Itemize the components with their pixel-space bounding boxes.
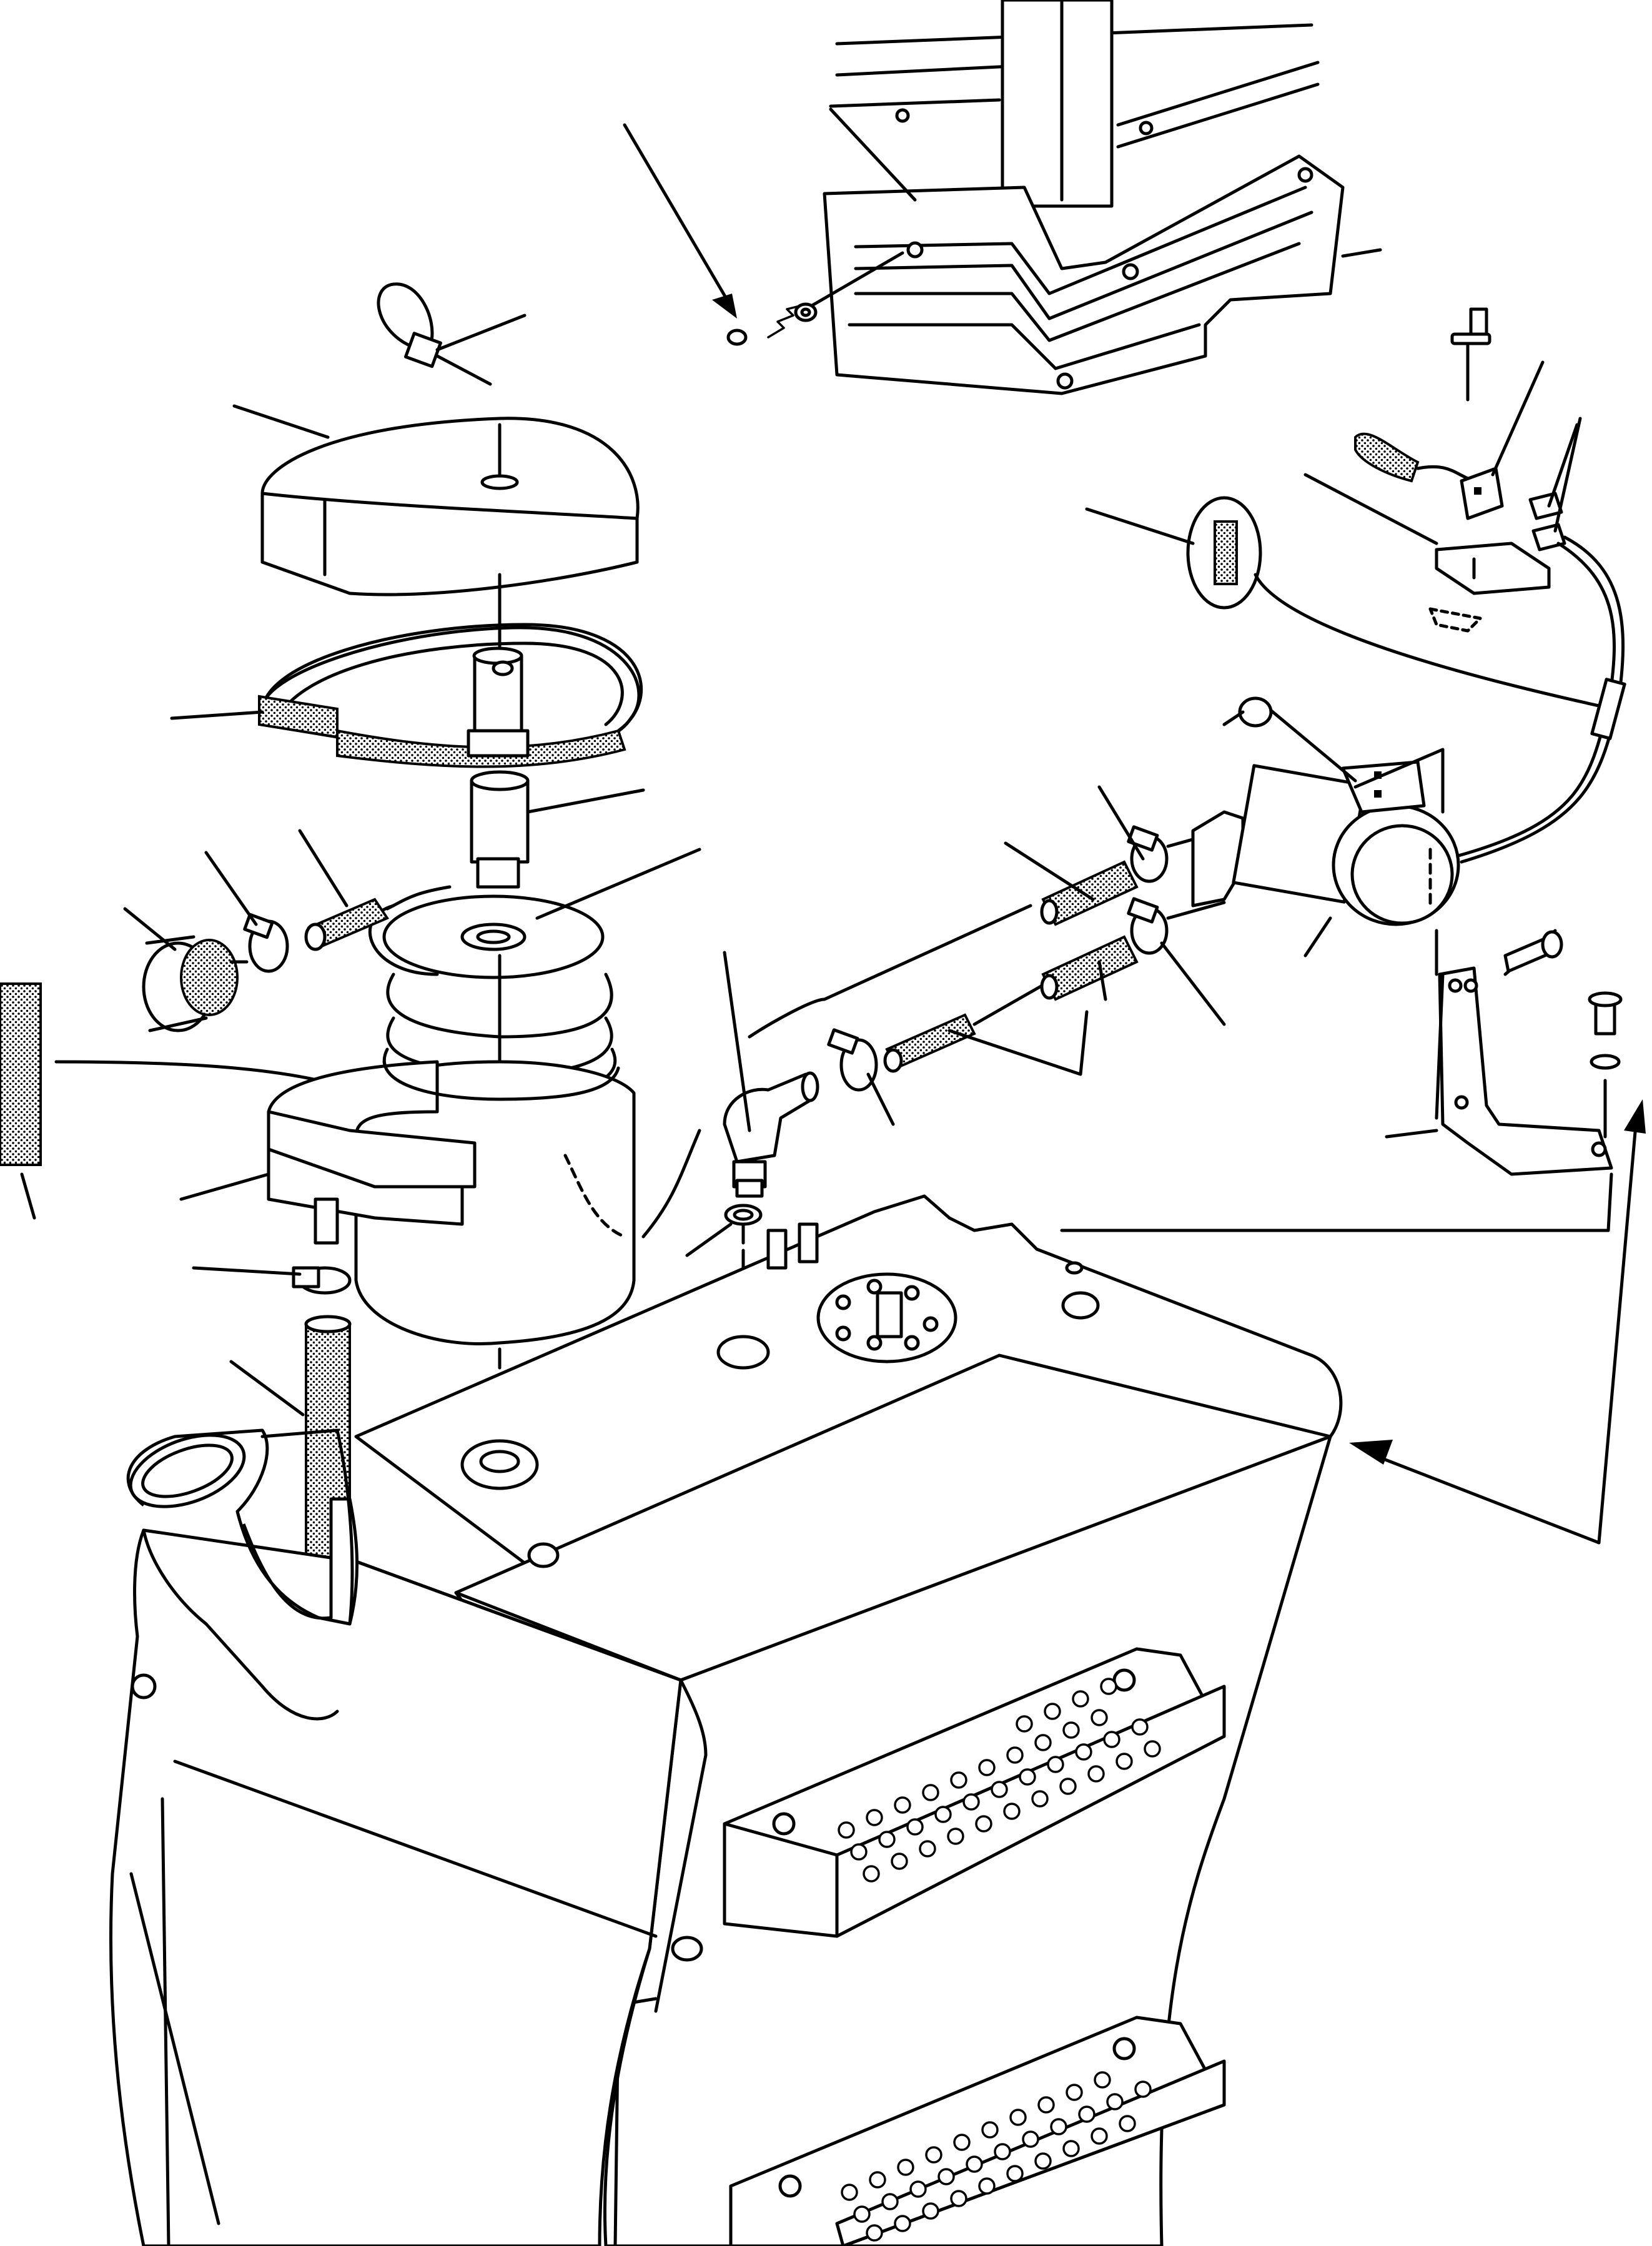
shaft-nipple <box>467 573 645 889</box>
hose-clamp <box>204 851 289 973</box>
reservoir-tank <box>179 1060 701 1438</box>
connection-arrows <box>1060 1099 1646 1545</box>
step-lower <box>729 2016 1226 2246</box>
hose-stub <box>298 829 452 951</box>
arrowhead <box>712 294 737 319</box>
elbow-fitting <box>723 951 819 1198</box>
clamp-band <box>170 623 643 768</box>
screw <box>726 251 904 346</box>
cap-knob <box>123 907 249 1032</box>
fuel-tank <box>109 1194 1343 2246</box>
hydraulic-hoses <box>748 785 1226 1126</box>
connector-block <box>1303 307 1551 633</box>
mounting-bracket <box>1385 929 1623 1176</box>
arrow-to-screw <box>623 123 733 308</box>
lynch-pin <box>377 282 527 386</box>
step-upper <box>723 1647 1226 1938</box>
pump-base <box>766 1222 957 1363</box>
solenoid-valve <box>1191 696 1460 957</box>
tank-cover <box>232 404 640 596</box>
filler-neck <box>126 1428 359 1721</box>
fuse <box>1085 496 1601 708</box>
spacer-washer <box>382 848 701 979</box>
cab-corner-plate <box>823 0 1382 395</box>
washer <box>794 302 818 322</box>
harness-plug <box>1457 417 1626 864</box>
